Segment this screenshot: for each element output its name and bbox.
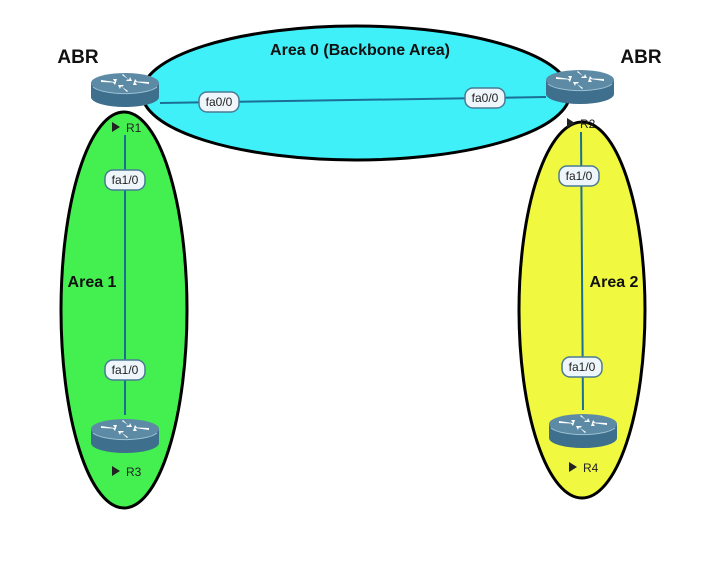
- svg-text:fa0/0: fa0/0: [472, 91, 499, 105]
- svg-text:R2: R2: [580, 117, 596, 131]
- router-icon: [90, 418, 160, 454]
- abr-label-r1: ABR: [57, 47, 98, 68]
- iface-r4-fa1-0: fa1/0: [561, 356, 603, 378]
- svg-text:fa1/0: fa1/0: [112, 173, 139, 187]
- svg-text:fa1/0: fa1/0: [569, 360, 596, 374]
- area1-label: Area 1: [68, 274, 117, 291]
- area2-label: Area 2: [590, 274, 639, 291]
- abr-label-r2: ABR: [620, 47, 661, 68]
- iface-r1-fa0-0: fa0/0: [198, 91, 240, 113]
- play-icon: [112, 466, 120, 476]
- iface-r1-fa1-0: fa1/0: [104, 169, 146, 191]
- iface-r2-fa1-0: fa1/0: [558, 165, 600, 187]
- router-r4[interactable]: [548, 413, 618, 449]
- router-icon: [90, 72, 160, 108]
- svg-text:R3: R3: [126, 465, 142, 479]
- play-icon: [112, 122, 120, 132]
- router-label-r3: R3: [112, 465, 142, 479]
- svg-text:R4: R4: [583, 461, 599, 475]
- router-r1[interactable]: [90, 72, 160, 108]
- svg-text:fa1/0: fa1/0: [566, 169, 593, 183]
- svg-text:R1: R1: [126, 121, 142, 135]
- svg-text:fa1/0: fa1/0: [112, 363, 139, 377]
- router-r2[interactable]: [545, 69, 615, 105]
- router-label-r4: R4: [569, 461, 599, 475]
- play-icon: [569, 462, 577, 472]
- svg-text:fa0/0: fa0/0: [206, 95, 233, 109]
- iface-r3-fa1-0: fa1/0: [104, 359, 146, 381]
- play-icon: [567, 118, 575, 128]
- router-icon: [545, 69, 615, 105]
- area0-label: Area 0 (Backbone Area): [270, 42, 450, 59]
- router-label-r1: R1: [112, 121, 142, 135]
- router-icon: [548, 413, 618, 449]
- router-label-r2: R2: [567, 117, 596, 131]
- iface-r2-fa0-0: fa0/0: [464, 87, 506, 109]
- router-r3[interactable]: [90, 418, 160, 454]
